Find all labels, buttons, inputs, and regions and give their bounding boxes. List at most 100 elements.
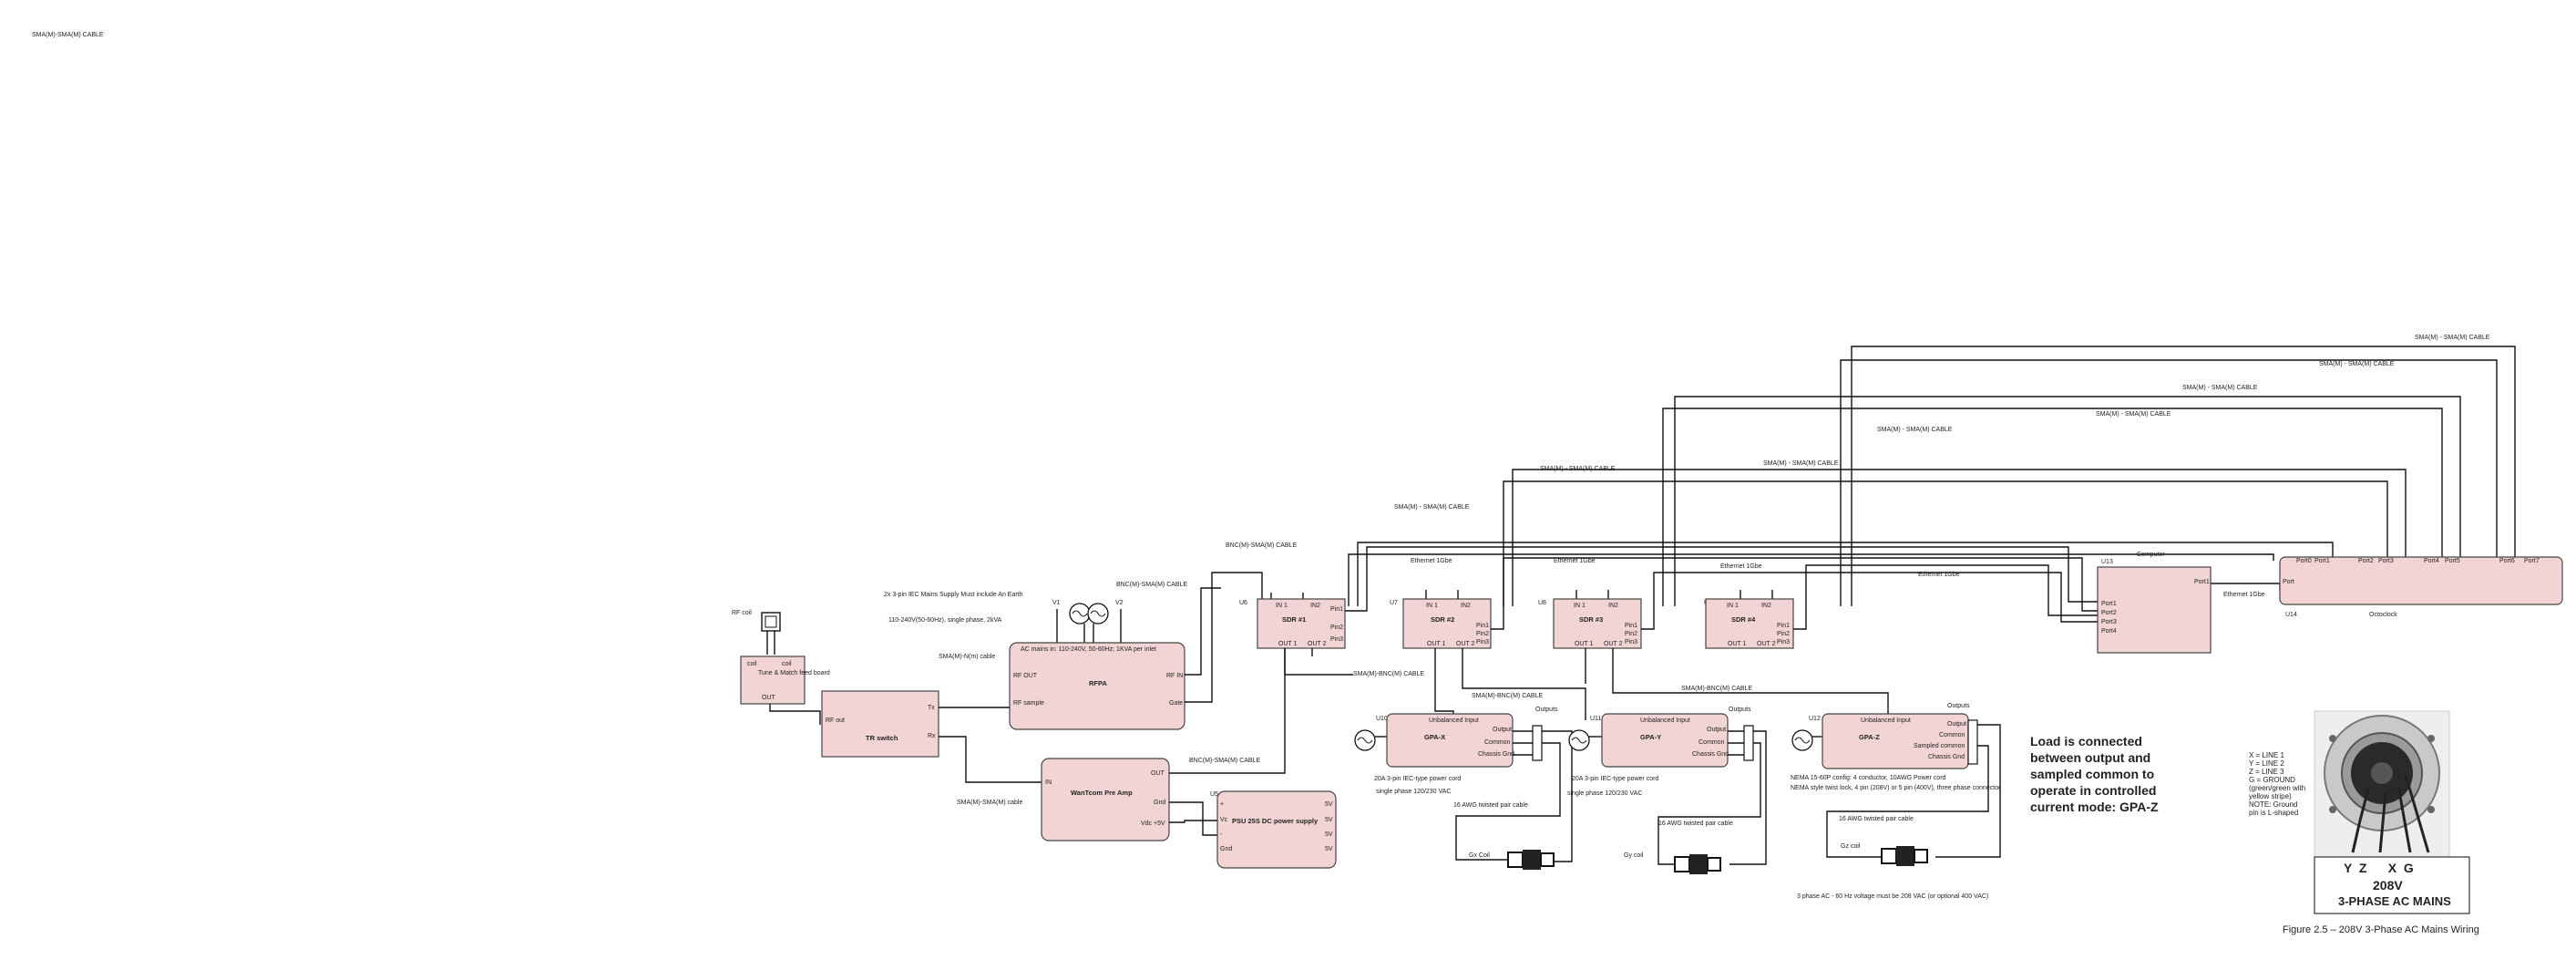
octoclock-port4: Port4 [2424,558,2439,564]
octoclock-port3: Port3 [2378,558,2394,564]
sdr2-in1: IN 1 [1426,603,1438,609]
sma-bnc-label-3: SMA(M)-BNC(M) CABLE [1681,686,1752,692]
tr-tx: Tx [928,705,935,711]
legend-line8: pin is L-shaped [2249,809,2298,817]
gpa-y: Outputs U11 Unbalanced Input GPA-Y Outpu… [1567,707,1767,874]
gpax-coil-label: Gx Coil [1469,852,1490,859]
eth-cable-1[interactable] [1345,546,2098,612]
sdr1-port2: Pin2 [1330,625,1343,631]
psu-pin-l3: - [1220,831,1223,838]
sdr1-in1: IN 1 [1276,603,1288,609]
rfpa-rfout: RF OUT [1013,673,1038,679]
preamp-out: OUT [1151,770,1165,777]
gpax-pair: 16 AWG twisted pair cable [1453,802,1528,809]
eth-cable-5[interactable] [2211,583,2281,591]
gpay-output: Output [1707,727,1726,733]
tm-title: Tune & Match feed board [758,670,830,676]
preamp: IN OUT WanTcom Pre Amp Gnd Vdc +5V BNC(M… [1041,643,1286,841]
rfpa-note2: 110-240V(50-60Hz), single phase, 2kVA [888,617,1002,624]
computer-ref: U13 [2101,559,2113,565]
sdr3-port1: Pin1 [1625,623,1637,629]
gpax-input: Unbalanced Input [1429,717,1479,724]
tm-coil1-label: coil [747,661,757,667]
cable-label-2: SMA(M) - SMA(M) CABLE [2319,361,2395,367]
eth-label-1: Ethernet 1Gbe [1411,558,1452,564]
cable-sdr1-octo[interactable] [1348,553,2274,606]
eth-cable-4[interactable] [1793,564,2098,630]
gpa-z: Outputs U12 Unbalanced Input GPA-Z Outpu… [1791,703,2001,900]
psu: U5 PSU 25S DC power supply + Vc - Gnd 5V… [1210,790,1337,869]
gpaz-cord-note: NEMA style twist lock, 4 pin (208V) or 5… [1791,785,2001,791]
load-note-line5: current mode: GPA-Z [2030,800,2159,814]
cable-sdr3b-octo[interactable] [1674,396,2461,606]
cable-sdr4-octo[interactable] [1840,359,2498,606]
sdr2-port2: Pin2 [1476,631,1489,637]
mains-title: 3-PHASE AC MAINS [2338,894,2451,908]
cable-sdr1b-octo[interactable] [1357,542,2334,606]
gpay-cord-note: single phase 120/230 VAC [1567,790,1642,797]
sma-bnc-label-1: SMA(M)-BNC(M) CABLE [1353,671,1424,677]
gpay-box [1601,713,1729,768]
sdr2-title: SDR #2 [1431,615,1454,624]
gpay-chassis: Chassis Gnd [1692,751,1729,758]
sdr4-port2: Pin2 [1777,631,1790,637]
gpax-ref: U10 [1376,716,1388,722]
computer-port3: Port3 [2101,619,2117,625]
gpay-coil-connector-icon [1707,857,1721,872]
octoclock-port7: Port7 [2524,558,2540,564]
cable-sdr4b-octo[interactable] [1851,346,2516,606]
sdr1-in2: IN2 [1310,603,1320,609]
tune-match-box [740,655,806,705]
computer: Computer U13 Port1 Port2 Port3 Port4 Por… [2097,552,2212,654]
mains-box [2314,856,2470,914]
psu-title: PSU 25S DC power supply [1232,817,1319,825]
cable-sdr3-octo[interactable] [1662,408,2443,606]
eth-cable-3[interactable] [1641,572,2098,630]
eth-cable-2[interactable] [1491,557,2098,630]
cable-label-5: SMA(M) - SMA(M) CABLE [1877,427,1953,433]
octoclock-port6: Port6 [2499,558,2515,564]
legend-line1: X = LINE 1 [2249,751,2284,759]
octoclock-box [2279,556,2563,605]
ethernet-cable-group: Ethernet 1Gbe Ethernet 1Gbe [1345,546,2281,630]
octoclock-cable-group: SMA(M) - SMA(M) CABLE SMA(M) - SMA(M) CA… [1348,335,2516,606]
mains-voltage: 208V [2373,878,2403,893]
top-left-caption: SMA(M)-SMA(M) CABLE [32,32,104,38]
sdr2-out1: OUT 1 [1427,641,1446,647]
tune-match-board: coil coil Tune & Match feed board OUT [740,655,830,725]
gpay-cord: 20A 3-pin IEC-type power cord [1572,776,1658,782]
cable-sdr2-octo[interactable] [1503,480,2388,606]
sma-nm-label: SMA(M)-N(m) cable [939,654,995,660]
psu-pin-r4: 5V [1325,846,1333,852]
sdr4-port1: Pin1 [1777,623,1790,629]
sdr3-in2: IN2 [1608,603,1618,609]
gpay-input: Unbalanced Input [1640,717,1690,724]
sdr4-title: SDR #4 [1731,615,1756,624]
gpaz-ref: U12 [1809,716,1821,722]
sdr4-box [1705,598,1794,649]
sdr3-port2: Pin2 [1625,631,1637,637]
cable-sdr2b-octo[interactable] [1512,469,2407,606]
rfpa-box [1009,642,1185,730]
eth-label-3: Ethernet 1Gbe [1720,563,1762,570]
cable-label-8: SMA(M) - SMA(M) CABLE [1394,504,1470,511]
tr-rx: Rx [928,733,936,739]
legend-line7: NOTE: Ground [2249,800,2297,809]
gpax-box [1386,713,1514,768]
load-note-line1: Load is connected [2030,734,2142,748]
psu-pin-r2: 5V [1325,817,1333,823]
gpaz-output: Output [1947,721,1966,728]
rfpa: 2x 3-pin IEC Mains Supply Must include A… [884,542,1297,730]
sdr-2: U7 Ethernet 1Gbe IN 1 IN2 SDR #2 Pin1 Pi… [1390,558,1492,649]
cable-label-6: SMA(M) - SMA(M) CABLE [1763,460,1839,467]
gpaz-common: Common [1939,732,1965,738]
computer-port1: Port1 [2101,601,2117,607]
gpay-outputs-label: Outputs [1729,707,1751,713]
mains-socket: Y Z X G 208V 3-PHASE AC MAINS [2314,710,2470,914]
gpax-cord: 20A 3-pin IEC-type power cord [1374,776,1461,782]
eth-label-2: Ethernet 1Gbe [1554,558,1596,564]
gpax-output: Output [1493,727,1512,733]
gpay-common: Common [1699,739,1725,746]
rfpa-gate: Gate [1169,700,1183,707]
rfpa-rfsample: RF sample [1013,700,1044,707]
